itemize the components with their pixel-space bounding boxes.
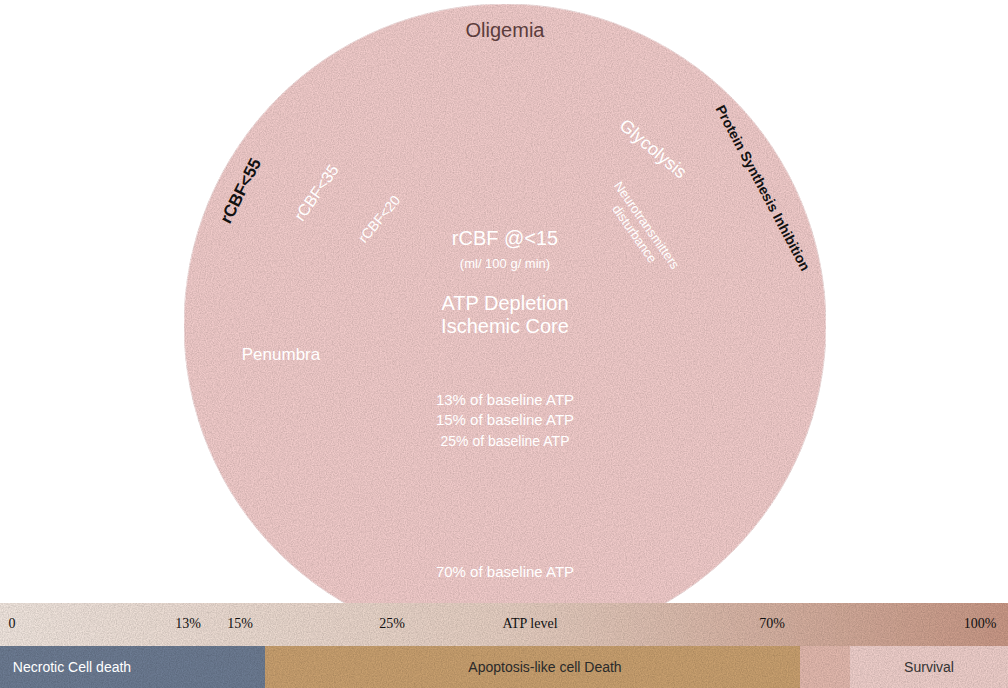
atp-scale-label: 70% — [759, 616, 785, 632]
zone-label: 13% of baseline ATP — [436, 391, 574, 408]
zone-label: Penumbra — [242, 345, 320, 365]
atp-scale-label: 13% — [175, 616, 201, 632]
zone-label: 25% of baseline ATP — [441, 433, 570, 449]
zone-label: ATP Depletion Ischemic Core — [430, 292, 580, 338]
atp-scale-label: 100% — [964, 616, 997, 632]
oligemia-circle — [184, 4, 826, 646]
outcome-label: Necrotic Cell death — [13, 659, 131, 675]
outcome-band — [0, 646, 265, 688]
outcome-band — [265, 646, 800, 688]
outcome-band: Survival — [850, 646, 1008, 688]
zone-label: rCBF @<15 — [452, 227, 558, 250]
atp-level-bar: 0 13% 15% 25% ATP level 70% 100% — [0, 603, 1008, 646]
outcome-band: Apoptosis-like cell Death — [265, 646, 800, 688]
oligemia-circle: rCBF @<15 (ml/ 100 g/ min) ATP Depletion I… — [183, 3, 827, 647]
atp-level-bar — [0, 603, 1008, 646]
outcome-label: Apoptosis-like cell Death — [468, 659, 621, 675]
atp-scale-label: 25% — [379, 616, 405, 632]
outcome-label: Survival — [904, 659, 954, 675]
zone-label: 15% of baseline ATP — [436, 411, 574, 428]
outcome-band: Necrotic Cell death — [0, 646, 265, 688]
zone-label: (ml/ 100 g/ min) — [460, 257, 550, 272]
atp-scale-label: 0 — [9, 616, 16, 632]
atp-scale-label: 15% — [227, 616, 253, 632]
transition-band — [800, 646, 850, 688]
zone-label: 70% of baseline ATP — [436, 563, 574, 580]
outcome-band — [850, 646, 1008, 688]
zone-label: Oligemia — [466, 19, 545, 42]
atp-scale-label: ATP level — [502, 616, 557, 632]
